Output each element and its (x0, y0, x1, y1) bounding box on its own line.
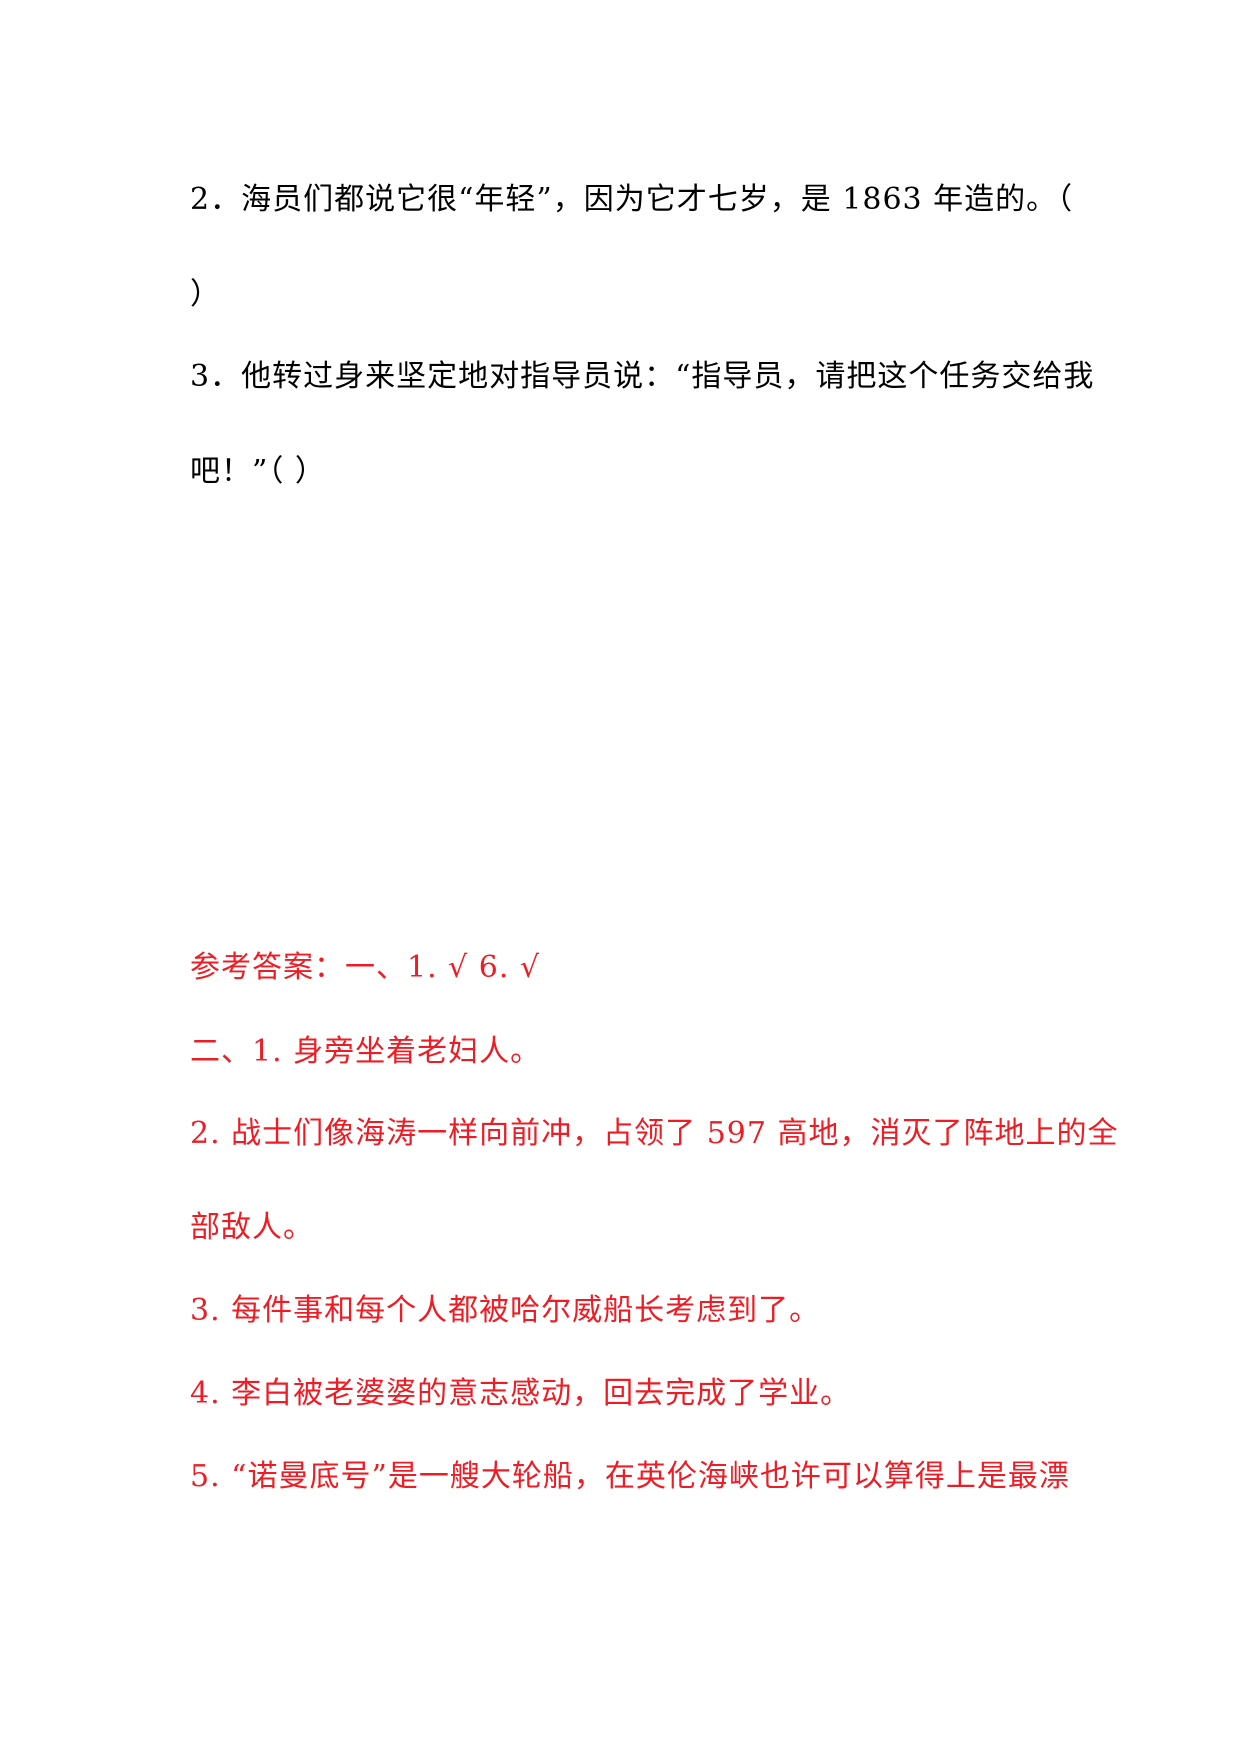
answer-section-2-item-2-line-1: 2. 战士们像海涛一样向前冲，占领了 597 高地，消灭了阵地上的全 (190, 1116, 1119, 1151)
answer-section-2-item-3: 3. 每件事和每个人都被哈尔威船长考虑到了。 (190, 1293, 821, 1328)
question-3-line-1: 3．他转过身来坚定地对指导员说：“指导员，请把这个任务交给我 (190, 359, 1095, 394)
question-2-line-2: ） (190, 277, 221, 312)
answer-section-2-item-2-line-2: 部敌人。 (190, 1210, 314, 1245)
answer-section-2-item-1: 二、1. 身旁坐着老妇人。 (190, 1034, 542, 1069)
question-2-line-1: 2．海员们都说它很“年轻”，因为它才七岁，是 1863 年造的。（ (190, 182, 1074, 217)
answer-section-2-item-5: 5. “诺曼底号”是一艘大轮船，在英伦海峡也许可以算得上是最漂 (190, 1459, 1070, 1494)
answer-heading: 参考答案：一、1. √ 6. √ (190, 950, 541, 985)
question-3-line-2: 吧！”（ ） (190, 454, 326, 489)
answer-section-2-item-4: 4. 李白被老婆婆的意志感动，回去完成了学业。 (190, 1376, 852, 1411)
